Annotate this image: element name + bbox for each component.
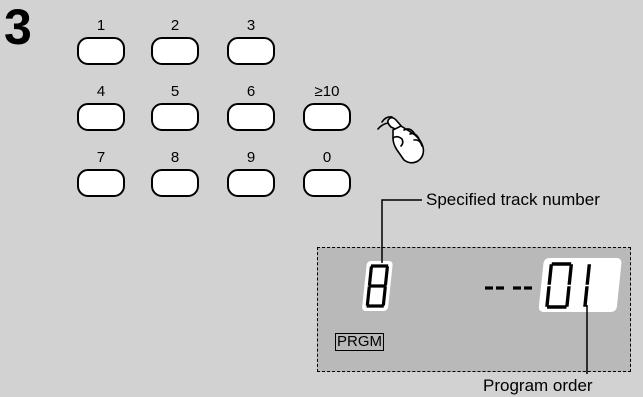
- key-1-button[interactable]: [77, 37, 125, 65]
- key-10plus-button[interactable]: [303, 103, 351, 131]
- key-0-label: 0: [322, 149, 332, 166]
- key-8-label: 8: [170, 149, 180, 166]
- key-9-label: 9: [246, 149, 256, 166]
- track-number-digit: [362, 261, 393, 311]
- key-6-button[interactable]: [227, 103, 275, 131]
- key-6-label: 6: [246, 83, 256, 100]
- key-7-label: 7: [96, 149, 106, 166]
- key-0-button[interactable]: [303, 169, 351, 197]
- key-2-button[interactable]: [151, 37, 199, 65]
- key-10plus-label: ≥10: [314, 83, 340, 100]
- key-1-label: 1: [96, 17, 106, 34]
- key-8-button[interactable]: [151, 169, 199, 197]
- callout-leader-lines: [381, 199, 588, 374]
- key-2-label: 2: [170, 17, 180, 34]
- step-number: 3: [4, 0, 32, 55]
- key-4-label: 4: [96, 83, 106, 100]
- program-order-digits: [538, 258, 622, 312]
- specified-track-number-label: Specified track number: [426, 190, 600, 209]
- program-order-label: Program order: [483, 376, 593, 395]
- key-7-button[interactable]: [77, 169, 125, 197]
- key-3-button[interactable]: [227, 37, 275, 65]
- key-9-button[interactable]: [227, 169, 275, 197]
- key-5-label: 5: [170, 83, 180, 100]
- prgm-indicator: PRGM: [335, 333, 384, 351]
- key-5-button[interactable]: [151, 103, 199, 131]
- key-4-button[interactable]: [77, 103, 125, 131]
- key-3-label: 3: [246, 17, 256, 34]
- pointing-hand-icon: [377, 116, 425, 164]
